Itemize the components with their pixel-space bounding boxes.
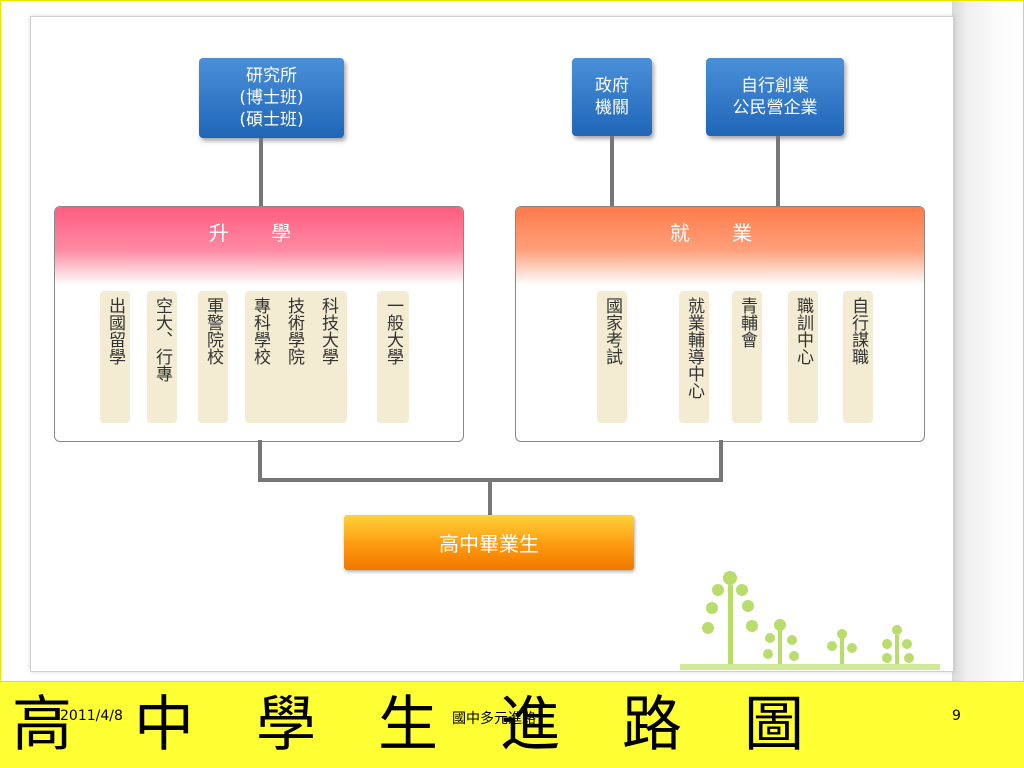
column-label: 出國留學 [105, 297, 125, 365]
column-label: 科技大學 [318, 297, 338, 365]
column-employment-center: 就業輔導中心 [679, 291, 709, 423]
column-label: 專科學校 [250, 297, 270, 365]
further-study-panel: 升 學 出國留學 空大、行專 軍警院校 專科學校 技術學院 科技大學 一般大學 [54, 206, 464, 442]
side-shade [952, 0, 1024, 682]
footer-date: 2011/4/8 [60, 708, 123, 724]
column-label: 國家考試 [602, 297, 622, 365]
column-label: 就業輔導中心 [684, 297, 704, 399]
high-school-graduate-box: 高中畢業生 [344, 515, 634, 570]
graduate-line-1: 研究所 [246, 66, 297, 86]
employment-band [516, 207, 924, 285]
graduate-school-box: 研究所 (博士班) (碩士班) [199, 58, 344, 138]
column-label: 技術學院 [284, 297, 304, 365]
column-national-exam: 國家考試 [597, 291, 627, 423]
page-number: 9 [952, 708, 961, 724]
footer-bar [0, 682, 1024, 768]
connector-left-down [258, 440, 262, 482]
graduate-line-3: (碩士班) [239, 110, 304, 130]
graduate-line-2: (博士班) [239, 88, 304, 108]
column-training-center: 職訓中心 [788, 291, 818, 423]
column-label: 空大、行專 [152, 297, 172, 382]
column-self-job: 自行謀職 [843, 291, 873, 423]
column-label: 軍警院校 [203, 297, 223, 365]
government-box: 政府 機關 [572, 58, 652, 136]
column-general-university: 一般大學 [377, 291, 409, 423]
column-military-police: 軍警院校 [198, 291, 228, 423]
connector-graduate [259, 138, 263, 208]
slide-title: 高中學生進路圖 [12, 690, 866, 760]
connector-self-employ [776, 136, 780, 262]
column-tech-group: 專科學校 技術學院 科技大學 [245, 291, 347, 423]
column-label: 自行謀職 [848, 297, 868, 365]
further-study-band [55, 207, 463, 285]
footer-center-text: 國中多元進路 [452, 711, 536, 727]
employment-panel: 就 業 國家考試 就業輔導中心 青輔會 職訓中心 自行謀職 [515, 206, 925, 442]
government-line-1: 政府 [595, 76, 629, 96]
self-employ-line-2: 公民營企業 [732, 98, 818, 118]
plant-decoration-icon [680, 571, 940, 670]
column-open-university: 空大、行專 [147, 291, 177, 423]
connector-to-graduate [488, 478, 492, 516]
self-employ-line-1: 自行創業 [741, 76, 809, 96]
connector-right-down [719, 440, 723, 482]
column-label: 一般大學 [383, 297, 403, 365]
self-employ-box: 自行創業 公民營企業 [706, 58, 844, 136]
government-line-2: 機關 [595, 98, 629, 118]
employment-title: 就 業 [669, 221, 771, 245]
column-youth-counsel: 青輔會 [732, 291, 762, 423]
column-study-abroad: 出國留學 [100, 291, 130, 423]
further-study-title: 升 學 [208, 221, 310, 245]
column-label: 職訓中心 [793, 297, 813, 365]
column-label: 青輔會 [737, 297, 757, 348]
